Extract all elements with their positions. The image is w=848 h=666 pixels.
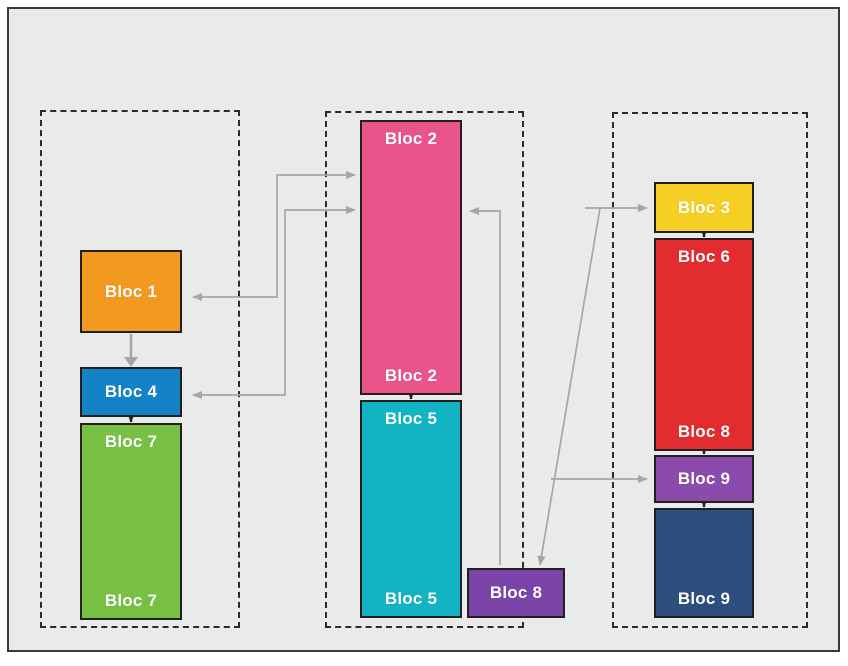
bloc-5-bottom-label: Bloc 5 bbox=[384, 589, 438, 608]
bloc-1-top-label: Bloc 1 bbox=[104, 281, 158, 301]
bloc-1[interactable]: Bloc 1 bbox=[80, 250, 182, 333]
bloc-6-top-label: Bloc 6 bbox=[677, 247, 731, 266]
bloc-6[interactable]: Bloc 6 Bloc 8 bbox=[654, 238, 754, 451]
bloc-6-bottom-label: Bloc 8 bbox=[677, 422, 731, 441]
group-right bbox=[612, 112, 808, 628]
bloc-9-navy[interactable]: Bloc 9 Bloc 9 bbox=[654, 508, 754, 618]
bloc-7-bottom-label: Bloc 7 bbox=[104, 591, 158, 610]
bloc-8-middle[interactable]: Bloc 8 bbox=[467, 568, 565, 618]
bloc-4[interactable]: Bloc 4 bbox=[80, 367, 182, 417]
bloc-5[interactable]: Bloc 5 Bloc 5 bbox=[360, 400, 462, 618]
bloc-9-navy-bottom-label: Bloc 9 bbox=[677, 589, 731, 608]
bloc-7[interactable]: Bloc 7 Bloc 7 bbox=[80, 423, 182, 620]
bloc-9-purple[interactable]: Bloc 9 bbox=[654, 455, 754, 503]
bloc-3[interactable]: Bloc 3 bbox=[654, 182, 754, 233]
bloc-9-purple-top-label: Bloc 9 bbox=[677, 469, 731, 488]
group-left bbox=[40, 110, 240, 628]
bloc-3-top-label: Bloc 3 bbox=[677, 197, 731, 217]
bloc-2-top-label: Bloc 2 bbox=[384, 129, 438, 148]
bloc-5-top-label: Bloc 5 bbox=[384, 409, 438, 428]
bloc-2[interactable]: Bloc 2 Bloc 2 bbox=[360, 120, 462, 395]
bloc-7-top-label: Bloc 7 bbox=[104, 432, 158, 451]
bloc-2-bottom-label: Bloc 2 bbox=[384, 366, 438, 385]
bloc-4-top-label: Bloc 4 bbox=[104, 382, 158, 401]
bloc-8-middle-top-label: Bloc 8 bbox=[489, 583, 543, 602]
